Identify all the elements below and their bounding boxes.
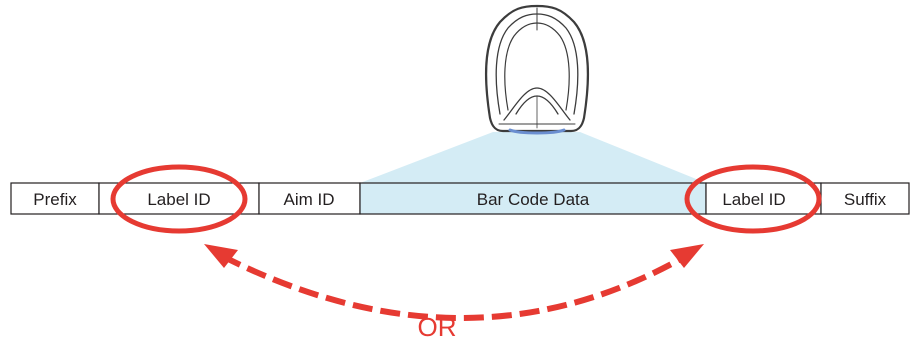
highlight-circle-left xyxy=(110,164,248,234)
scan-beam xyxy=(360,132,706,183)
arrowhead-right xyxy=(670,244,704,268)
segment-label-id-label: Label ID xyxy=(147,190,210,209)
segment-suffix-label: Suffix xyxy=(844,190,887,209)
data-field-row: Prefix Label ID Aim ID Bar Code Data Lab… xyxy=(10,182,910,215)
segment-prefix-label: Prefix xyxy=(33,190,77,209)
or-arrow-dashed-curve xyxy=(220,253,688,321)
segment-label-id-2-label: Label ID xyxy=(722,190,785,209)
arrowhead-left xyxy=(204,244,238,268)
highlight-circle-right xyxy=(684,164,822,234)
segment-suffix-box xyxy=(820,182,910,215)
segment-bar-code-data-label: Bar Code Data xyxy=(477,190,590,209)
segment-label-id-box xyxy=(98,182,260,215)
segment-bar-code-data-box xyxy=(359,182,707,215)
segment-aim-id-box xyxy=(258,182,361,215)
or-label: OR xyxy=(418,312,457,342)
segment-aim-id-label: Aim ID xyxy=(284,190,335,209)
barcode-scanner-icon xyxy=(484,4,590,135)
